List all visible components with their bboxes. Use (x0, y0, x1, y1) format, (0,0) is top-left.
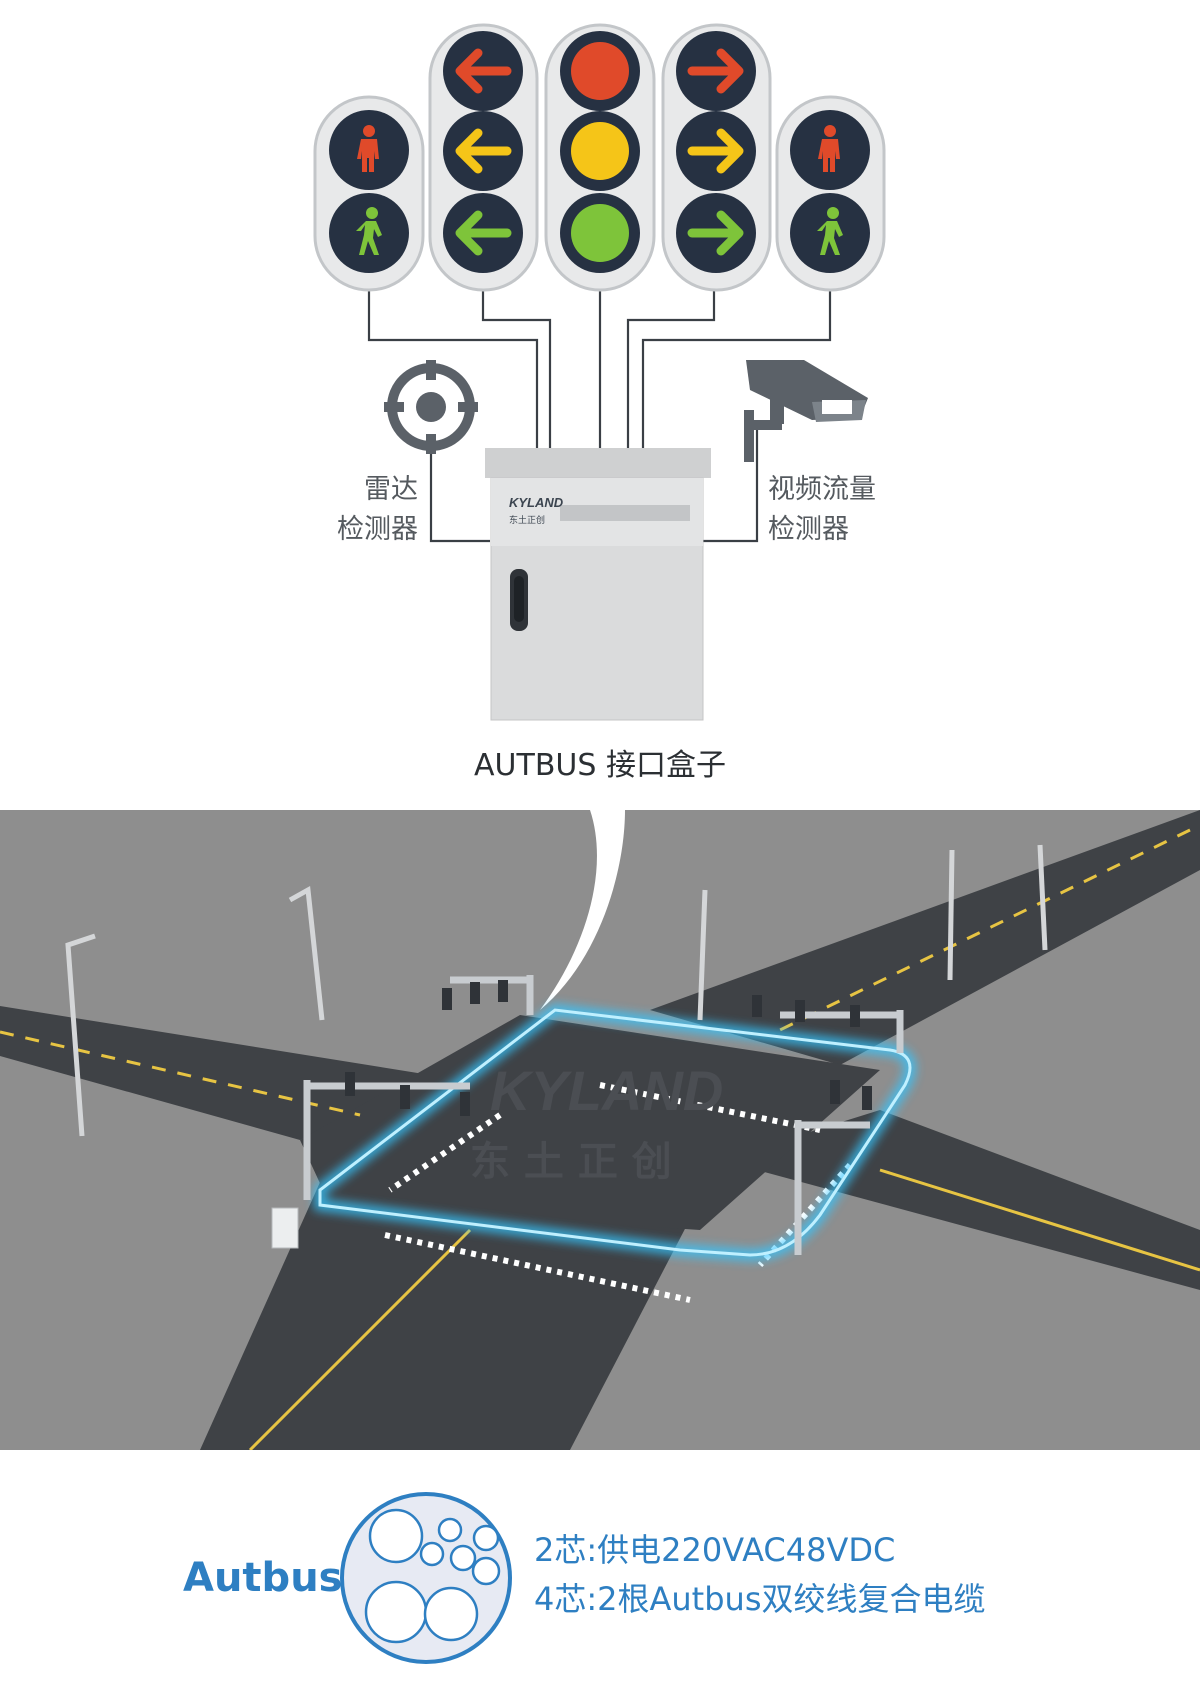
radar-detector-label: 雷达 检测器 (300, 470, 418, 550)
arrow-left-icon (455, 128, 512, 174)
arrow-right-icon (687, 210, 744, 256)
lane-lines (0, 828, 1191, 1117)
radar-target-icon (384, 360, 478, 454)
video-label-line2: 检测器 (768, 514, 849, 545)
arrow-right-icon (687, 128, 744, 174)
radar-label-line2: 检测器 (337, 514, 418, 545)
pedestrian-signal-right (775, 95, 886, 292)
pedestrian-stop-icon (357, 125, 379, 172)
vent-grille (560, 505, 690, 521)
green-lamp (571, 204, 629, 262)
callout-pointer (540, 810, 625, 1010)
signal-heads (345, 980, 872, 1116)
yellow-lamp (571, 122, 629, 180)
video-label-line1: 视频流量 (768, 474, 876, 505)
intersection-scene: KYLAND 东 土 正 创 (0, 810, 1200, 1450)
red-lamp (571, 42, 629, 100)
radar-label-line1: 雷达 (364, 474, 418, 505)
cabinet-brand: KYLAND (509, 495, 564, 510)
left-turn-signal (428, 23, 539, 292)
autbus-interface-box: KYLAND 东土正创 (485, 448, 711, 721)
roadside-box (271, 1207, 299, 1249)
video-detector-label: 视频流量 检测器 (768, 470, 908, 550)
arrow-right-icon (687, 48, 744, 94)
cabinet-brand-cn: 东土正创 (509, 514, 545, 526)
right-turn-signal (661, 23, 772, 292)
pedestrian-stop-icon (818, 125, 840, 172)
street-lights (65, 844, 1048, 1137)
pedestrian-signal-left (313, 95, 425, 292)
pedestrian-walk-icon (817, 207, 843, 255)
cable-cross-section-icon (340, 1492, 512, 1664)
autbus-cable-loop (318, 1008, 912, 1257)
signal-wires (367, 290, 832, 543)
legend-line-1: 2芯:供电220VAC48VDC (534, 1531, 896, 1569)
cctv-camera-icon (744, 360, 868, 462)
arrow-left-icon (455, 48, 512, 94)
watermark-brand: KYLAND (490, 1059, 723, 1122)
signal-diagram: KYLAND 东土正创 (313, 23, 886, 721)
box-caption: AUTBUS 接口盒子 (474, 748, 726, 783)
watermark-brand-cn: 东 土 正 创 (470, 1139, 672, 1185)
legend-line-2: 4芯:2根Autbus双绞线复合电缆 (534, 1580, 986, 1618)
arrow-left-icon (455, 210, 512, 256)
signal-poles (303, 975, 904, 1255)
pedestrian-walk-icon (356, 207, 382, 255)
straight-signal (544, 23, 656, 292)
legend-title: Autbus (183, 1555, 343, 1601)
